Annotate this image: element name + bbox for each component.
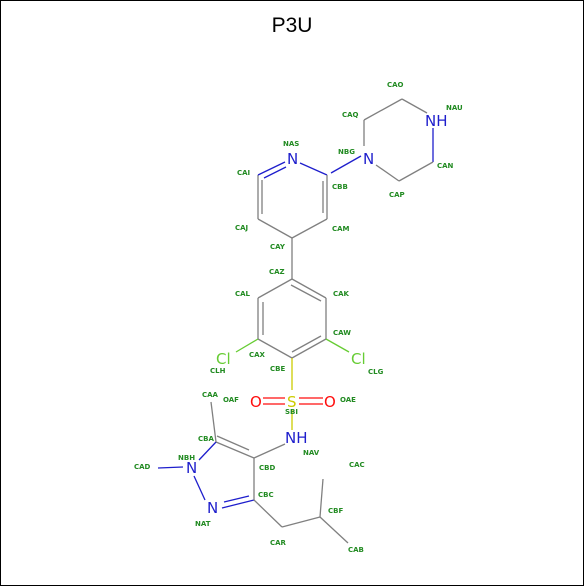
atom-label: CBB xyxy=(332,183,348,191)
bond xyxy=(223,495,250,503)
bond xyxy=(291,335,322,353)
atom-label: CAW xyxy=(333,329,351,337)
bond xyxy=(216,435,250,451)
atom-label: CLG xyxy=(368,368,384,376)
bond xyxy=(198,441,217,461)
atom-label: CLH xyxy=(210,367,226,375)
bond xyxy=(281,516,321,528)
bonds-layer xyxy=(157,98,434,544)
atom-label: CAO xyxy=(387,81,404,89)
atom-symbol: O xyxy=(324,393,336,411)
atom-label: CAJ xyxy=(235,224,248,232)
atom-label: CAK xyxy=(333,290,350,298)
bond xyxy=(291,278,327,299)
bond xyxy=(253,499,283,528)
atom-label: CAD xyxy=(134,463,151,471)
heteroatom-symbols: NH N N Cl Cl S O O NH N N xyxy=(186,112,448,517)
atom-symbol: S xyxy=(287,393,297,411)
atom-symbol: N xyxy=(287,150,298,168)
atom-label: CAQ xyxy=(342,111,359,119)
atom-label: CAZ xyxy=(269,268,285,276)
bond xyxy=(325,338,350,353)
atom-label: NBG xyxy=(338,148,355,156)
atom-label: CBF xyxy=(328,507,343,515)
bond xyxy=(290,284,322,302)
atom-label: CAX xyxy=(249,351,266,359)
bond xyxy=(257,278,293,299)
atom-label: CBE xyxy=(270,365,285,373)
atom-label: NBH xyxy=(178,454,195,462)
atom-name-labels: CAO CAQ NAU NAS NBG CAI CBB CAN CAP CAJ … xyxy=(134,81,463,554)
bond xyxy=(291,338,327,359)
atom-label: CAL xyxy=(235,290,251,298)
bond xyxy=(257,161,286,176)
bond xyxy=(398,161,434,182)
bond xyxy=(363,98,403,121)
atom-symbol: N xyxy=(363,150,374,168)
atom-symbol: NH xyxy=(425,112,448,130)
atom-label: NAV xyxy=(303,449,320,457)
atom-label: NAT xyxy=(195,520,211,528)
atom-label: CAR xyxy=(270,539,287,547)
atom-label: CAY xyxy=(270,243,286,251)
bond xyxy=(330,155,362,174)
atom-label: SBI xyxy=(285,408,298,416)
bond xyxy=(375,164,400,182)
atom-label: CAM xyxy=(332,225,350,233)
bond xyxy=(253,443,286,459)
atom-label: OAE xyxy=(340,396,356,404)
atom-label: NAU xyxy=(446,104,463,112)
atom-label: CBC xyxy=(258,491,274,499)
atom-label: CBD xyxy=(259,464,275,472)
atom-label: CBA xyxy=(198,435,214,443)
atom-label: CAA xyxy=(202,391,219,399)
atom-label: CAN xyxy=(437,162,454,170)
molecule-title: P3U xyxy=(271,14,313,37)
atom-label: CAC xyxy=(349,461,365,469)
atom-symbol: Cl xyxy=(216,350,231,368)
bond xyxy=(291,218,328,239)
atom-symbol: Cl xyxy=(351,350,366,368)
bond xyxy=(193,475,206,501)
bond xyxy=(235,338,259,353)
atom-label: OAF xyxy=(223,396,239,404)
atom-label: CAB xyxy=(348,546,364,554)
atom-label: CAI xyxy=(237,169,250,177)
bond xyxy=(299,162,328,176)
atom-symbol: NH xyxy=(285,429,308,447)
bond xyxy=(215,441,255,459)
atom-symbol: N xyxy=(207,499,218,517)
atom-label: CAP xyxy=(389,191,405,199)
bond xyxy=(257,338,293,359)
bond xyxy=(401,98,428,114)
bond xyxy=(319,516,349,544)
bond xyxy=(221,499,255,509)
atom-symbol: O xyxy=(250,393,262,411)
bond xyxy=(257,218,293,239)
atom-symbol: N xyxy=(186,459,197,477)
bond xyxy=(157,466,184,469)
bond xyxy=(210,401,217,443)
bond xyxy=(263,166,287,179)
atom-label: NAS xyxy=(283,140,299,148)
bond xyxy=(319,478,324,518)
